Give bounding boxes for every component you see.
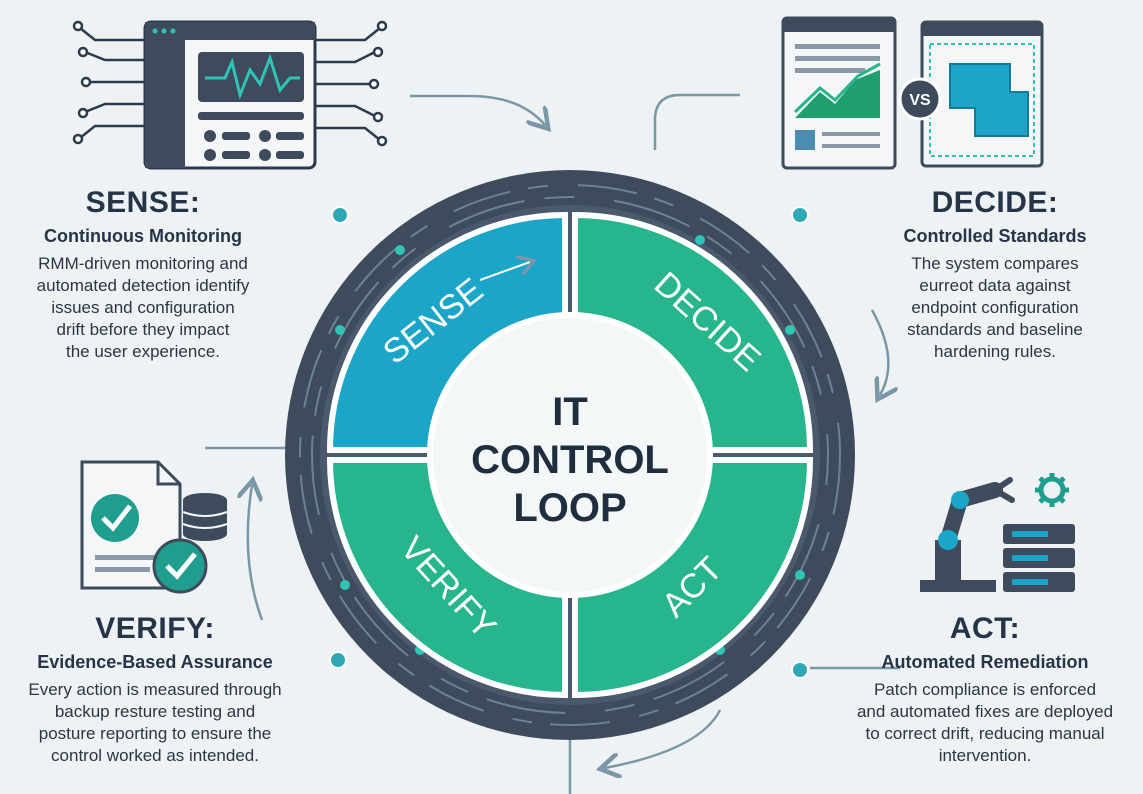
ring-circuit-dots: [335, 235, 805, 655]
verify-title: VERIFY:: [95, 612, 215, 645]
vs-label: VS: [909, 92, 931, 109]
act-body-line: Patch compliance is enforced: [873, 680, 1097, 699]
sense-body: RMM-driven monitoring and automated dete…: [8, 253, 278, 363]
act-body-line: and automated fixes are deployed: [856, 702, 1114, 721]
monitor-icon: [72, 20, 388, 170]
center-title: IT CONTROL LOOP: [471, 390, 669, 530]
verify-subtitle: Evidence-Based Assurance: [37, 652, 273, 672]
sense-body-line: the user experience.: [65, 342, 221, 361]
verify-description: VERIFY: Evidence-Based Assurance Every a…: [0, 612, 310, 767]
arrow-top: [410, 94, 545, 125]
center-title-line-2: CONTROL: [471, 438, 669, 482]
compare-documents-icon: VS: [781, 16, 1044, 170]
decide-body-line: eurreot data against: [919, 276, 1071, 295]
flow-arrows: [205, 93, 900, 794]
verify-body: Every action is measured through backup …: [0, 679, 310, 767]
sense-body-line: issues and configuration: [51, 298, 235, 317]
robot-arm-icon: [920, 473, 1075, 592]
sense-subtitle: Continuous Monitoring: [44, 226, 242, 246]
verified-documents-icon: [80, 460, 228, 594]
sense-body-line: drift before they impact: [56, 320, 230, 339]
decide-body-line: standards and baseline: [907, 320, 1083, 339]
act-body-line: to correct drift, reducing manual: [865, 724, 1105, 743]
center-title-line-1: IT: [552, 390, 588, 434]
sense-body-line: RMM-driven monitoring and: [38, 254, 248, 273]
verify-body-line: control worked as intended.: [51, 746, 259, 765]
decide-body-line: hardening rules.: [934, 342, 1056, 361]
decide-body-line: endpoint configuration: [911, 298, 1079, 317]
arrow-right-top: [653, 93, 740, 150]
server-stack-icon: [1003, 524, 1075, 592]
decide-body: The system compares eurreot data against…: [860, 253, 1130, 363]
act-description: ACT: Automated Remediation Patch complia…: [830, 612, 1140, 767]
verify-body-line: backup resture testing and: [54, 702, 256, 721]
decide-subtitle: Controlled Standards: [903, 226, 1087, 246]
gear-icon: [1035, 473, 1069, 507]
center-title-line-3: LOOP: [513, 486, 626, 530]
verify-body-line: Every action is measured through: [28, 680, 282, 699]
ring-circuit-lines: [299, 184, 841, 726]
decide-title: DECIDE:: [931, 186, 1059, 219]
act-body: Patch compliance is enforced and automat…: [830, 679, 1140, 767]
center-hub: [427, 312, 713, 598]
sense-description: SENSE: Continuous Monitoring RMM-driven …: [8, 186, 278, 363]
decide-description: DECIDE: Controlled Standards The system …: [860, 186, 1130, 363]
act-subtitle: Automated Remediation: [881, 652, 1089, 672]
act-title: ACT:: [949, 612, 1021, 645]
decide-body-line: The system compares: [911, 254, 1079, 273]
arrow-right: [870, 309, 888, 395]
arrow-bottom: [605, 709, 722, 768]
arrow-left: [248, 485, 262, 621]
sense-title: SENSE:: [85, 186, 201, 219]
outer-dots: [329, 206, 809, 679]
sense-body-line: automated detection identify: [36, 276, 250, 295]
act-body-line: intervention.: [938, 746, 1032, 765]
verify-body-line: posture reporting to ensure the: [38, 724, 272, 743]
sense-inner-arrow: [479, 262, 530, 281]
database-icon: [182, 493, 228, 541]
